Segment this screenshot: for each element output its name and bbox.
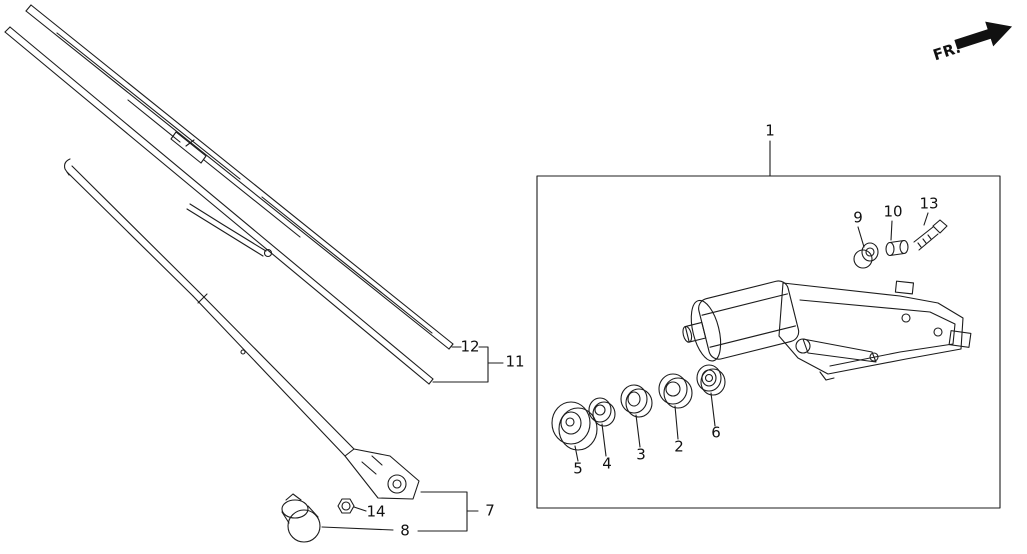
callout-11: 11 bbox=[505, 352, 525, 371]
washer-2 bbox=[658, 373, 693, 409]
callout-12: 12 bbox=[460, 337, 480, 356]
pivot-nut bbox=[337, 498, 355, 514]
grommet-5 bbox=[551, 401, 598, 451]
callout-10: 10 bbox=[883, 202, 903, 221]
callout-2: 2 bbox=[674, 437, 684, 456]
grommet-9 bbox=[853, 242, 879, 269]
callout-7: 7 bbox=[485, 501, 495, 520]
callout-8: 8 bbox=[400, 521, 410, 540]
blade-rubber bbox=[4, 26, 434, 385]
wiper-arm bbox=[64, 158, 420, 500]
callout-6: 6 bbox=[711, 423, 721, 442]
callout-1: 1 bbox=[765, 121, 775, 140]
callout-5: 5 bbox=[573, 459, 583, 478]
callout-3: 3 bbox=[636, 445, 646, 464]
screw-13 bbox=[913, 219, 948, 251]
washer-4 bbox=[588, 397, 616, 427]
callout-13: 13 bbox=[919, 194, 939, 213]
grommet-3 bbox=[620, 384, 653, 418]
wiper-blade bbox=[25, 4, 454, 350]
callout-9: 9 bbox=[853, 208, 863, 227]
leader-lines bbox=[321, 140, 929, 532]
detail-box bbox=[536, 175, 1001, 509]
grommet-6 bbox=[696, 364, 726, 396]
fr-label: FR. bbox=[931, 39, 963, 65]
fr-arrow-icon bbox=[954, 21, 1013, 50]
pivot-cap bbox=[281, 493, 321, 543]
wiper-motor bbox=[682, 280, 972, 381]
callout-4: 4 bbox=[602, 454, 612, 473]
callout-14: 14 bbox=[366, 502, 386, 521]
bushing-10 bbox=[885, 239, 909, 257]
